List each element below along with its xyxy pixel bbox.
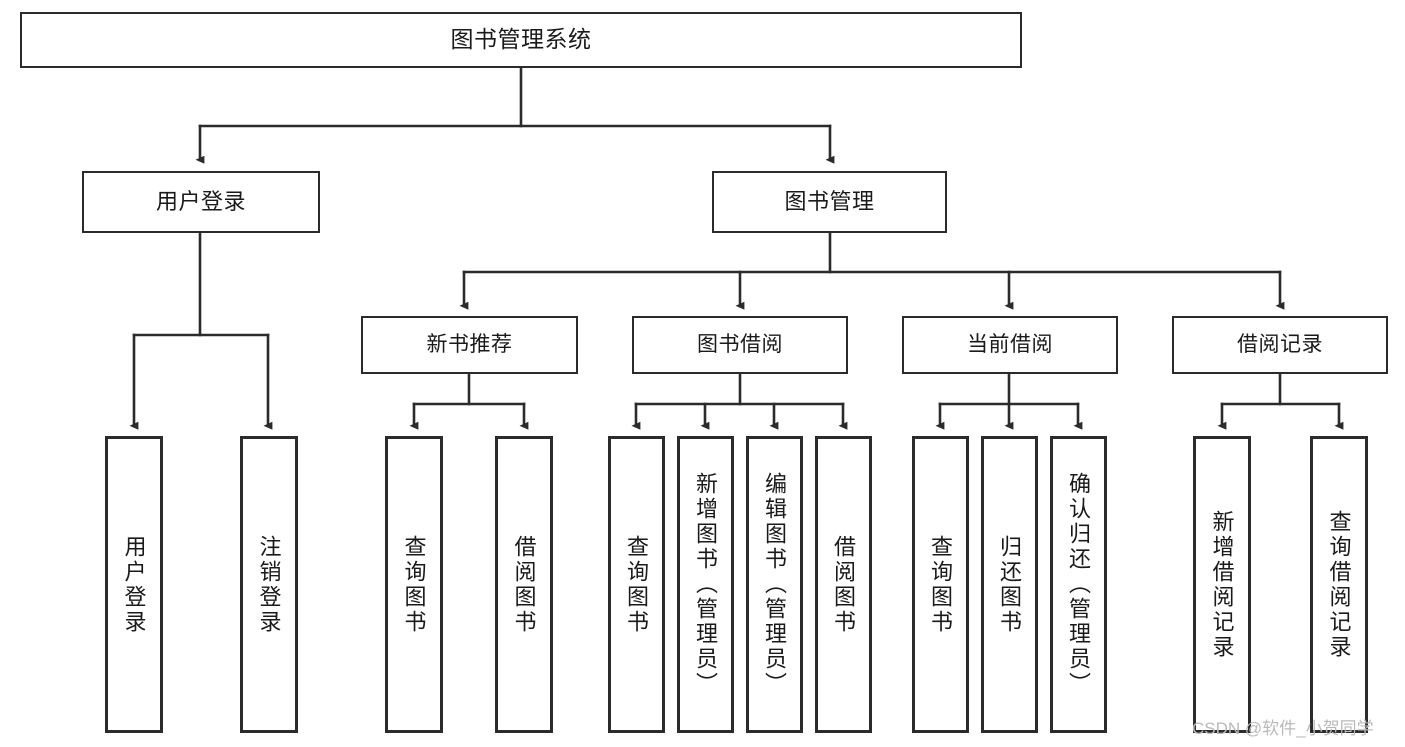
leaf-new-book-query-book[interactable]: 查询图书 [385,436,443,733]
node-borrow-record[interactable]: 借阅记录 [1172,316,1388,374]
node-user-login[interactable]: 用户登录 [82,171,320,233]
node-book-borrow-label: 图书借阅 [697,332,783,356]
leaf-current-borrow-return-book[interactable]: 归还图书 [981,436,1038,733]
leaf-borrow-record-query-record-label: 查询借阅记录 [1326,509,1352,660]
node-borrow-record-label: 借阅记录 [1237,332,1323,356]
leaf-book-borrow-add-book[interactable]: 新增图书（管理员） [677,436,734,733]
leaf-current-borrow-query-book[interactable]: 查询图书 [912,436,969,733]
node-new-book-recommend[interactable]: 新书推荐 [361,316,578,374]
leaf-new-book-query-book-label: 查询图书 [401,534,427,635]
node-new-book-recommend-label: 新书推荐 [426,332,513,356]
node-current-borrow-label: 当前借阅 [967,332,1053,356]
leaf-new-book-borrow-book-label: 借阅图书 [511,534,537,635]
leaf-book-borrow-edit-book[interactable]: 编辑图书（管理员） [746,436,803,733]
leaf-user-login-login-label: 用户登录 [121,534,147,635]
node-current-borrow[interactable]: 当前借阅 [902,316,1118,374]
leaf-borrow-record-add-record-label: 新增借阅记录 [1209,509,1235,660]
leaf-current-borrow-query-book-label: 查询图书 [928,534,954,635]
leaf-current-borrow-confirm-return[interactable]: 确认归还（管理员） [1050,436,1107,733]
leaf-book-borrow-borrow-book-label: 借阅图书 [831,534,857,635]
node-book-management[interactable]: 图书管理 [712,171,947,233]
leaf-book-borrow-add-book-label: 新增图书（管理员） [693,472,719,697]
node-book-management-label: 图书管理 [784,189,875,215]
leaf-book-borrow-query-book-label: 查询图书 [624,534,650,635]
node-user-login-label: 用户登录 [155,189,246,215]
node-root-system[interactable]: 图书管理系统 [20,12,1022,68]
leaf-user-login-logout-label: 注销登录 [256,534,282,635]
leaf-book-borrow-query-book[interactable]: 查询图书 [608,436,665,733]
leaf-user-login-logout[interactable]: 注销登录 [240,436,298,733]
leaf-current-borrow-confirm-return-label: 确认归还（管理员） [1066,472,1092,697]
leaf-book-borrow-borrow-book[interactable]: 借阅图书 [815,436,872,733]
leaf-book-borrow-edit-book-label: 编辑图书（管理员） [762,472,788,697]
leaf-current-borrow-return-book-label: 归还图书 [997,534,1023,635]
leaf-borrow-record-add-record[interactable]: 新增借阅记录 [1193,436,1251,733]
leaf-borrow-record-query-record[interactable]: 查询借阅记录 [1310,436,1368,733]
leaf-user-login-login[interactable]: 用户登录 [105,436,163,733]
leaf-new-book-borrow-book[interactable]: 借阅图书 [495,436,553,733]
node-root-system-label: 图书管理系统 [450,26,592,53]
node-book-borrow[interactable]: 图书借阅 [632,316,848,374]
